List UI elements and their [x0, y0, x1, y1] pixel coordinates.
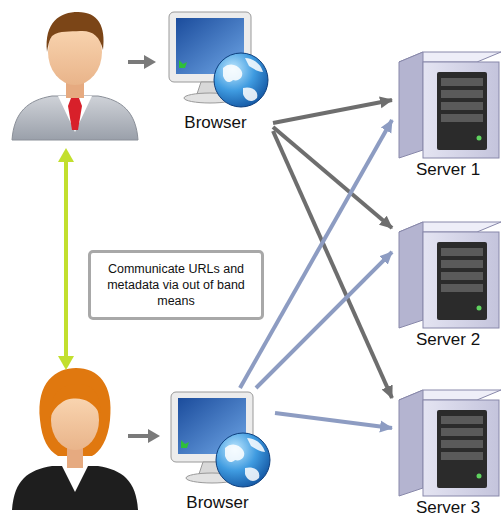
illustration-part: [58, 96, 92, 132]
browser-icon: [161, 8, 271, 113]
request-arrow: [273, 131, 392, 398]
illustration-part: [437, 410, 487, 488]
illustration-part: [423, 232, 499, 328]
illustration-part: [179, 60, 187, 68]
illustration-part: [441, 416, 483, 424]
illustration-part: [441, 440, 483, 448]
illustration-part: [423, 62, 499, 158]
illustration-part: [245, 58, 263, 72]
illustration-part: [148, 429, 160, 443]
illustration-part: [225, 444, 244, 462]
server-icon: [393, 220, 503, 330]
node-label: Server 3: [414, 498, 482, 518]
illustration-part: [64, 160, 68, 358]
node-label: Server 1: [414, 160, 482, 180]
illustration-part: [58, 148, 74, 162]
request-arrow: [273, 127, 392, 228]
illustration-part: [62, 466, 88, 492]
illustration-part: [68, 98, 82, 130]
server-node: Server 3: [392, 388, 504, 518]
illustration-part: [47, 12, 104, 52]
man-figure: [12, 12, 138, 140]
woman-figure: [12, 368, 138, 510]
illustration-part: [171, 392, 253, 462]
illustration-part: [423, 400, 499, 496]
node-label: Browser: [182, 113, 248, 133]
illustration-part: [441, 114, 483, 122]
illustration-part: [477, 474, 482, 479]
illustration-part: [441, 102, 483, 110]
illustration-part: [144, 55, 156, 69]
request-arrow: [273, 100, 392, 123]
illustration-part: [128, 60, 146, 64]
server-node: Server 1: [392, 50, 504, 180]
server-icon: [393, 388, 503, 498]
illustration-part: [441, 248, 483, 256]
illustration-part: [399, 390, 423, 496]
illustration-part: [50, 384, 100, 418]
out-of-band-arrow: [58, 148, 74, 370]
illustration-part: [437, 242, 487, 320]
server-icon: [393, 50, 503, 160]
browser-icon: [163, 388, 273, 493]
browser-node: Browser: [158, 8, 273, 133]
illustration-part: [441, 272, 483, 280]
person-arrow: [128, 55, 160, 443]
illustration-part: [12, 466, 138, 510]
illustration-part: [216, 433, 270, 487]
illustration-part: [437, 72, 487, 150]
illustration-part: [181, 440, 189, 448]
illustration-part: [477, 136, 482, 141]
illustration-part: [441, 284, 483, 292]
illustration-part: [245, 467, 259, 480]
node-label: Browser: [184, 493, 250, 513]
browser-node: Browser: [160, 388, 275, 513]
illustration-part: [12, 96, 138, 140]
callout-text: Communicate URLs and metadata via out of…: [101, 261, 251, 309]
illustration-part: [441, 78, 483, 86]
callout-box: Communicate URLs and metadata via out of…: [88, 250, 264, 320]
illustration-part: [399, 222, 423, 328]
illustration-part: [399, 52, 423, 158]
node-label: Server 2: [414, 330, 482, 350]
illustration-part: [441, 452, 483, 460]
illustration-part: [67, 448, 83, 468]
server-node: Server 2: [392, 220, 504, 350]
request-arrow: [275, 413, 392, 428]
illustration-part: [441, 428, 483, 436]
illustration-part: [58, 356, 74, 370]
illustration-part: [441, 90, 483, 98]
illustration-part: [128, 434, 150, 438]
illustration-part: [477, 306, 482, 311]
request-arrow: [256, 252, 392, 388]
illustration-part: [441, 260, 483, 268]
illustration-part: [223, 64, 242, 82]
illustration-part: [243, 87, 257, 100]
illustration-part: [214, 53, 268, 107]
illustration-part: [247, 438, 265, 452]
illustration-part: [169, 12, 251, 82]
illustration-part: [39, 368, 110, 456]
